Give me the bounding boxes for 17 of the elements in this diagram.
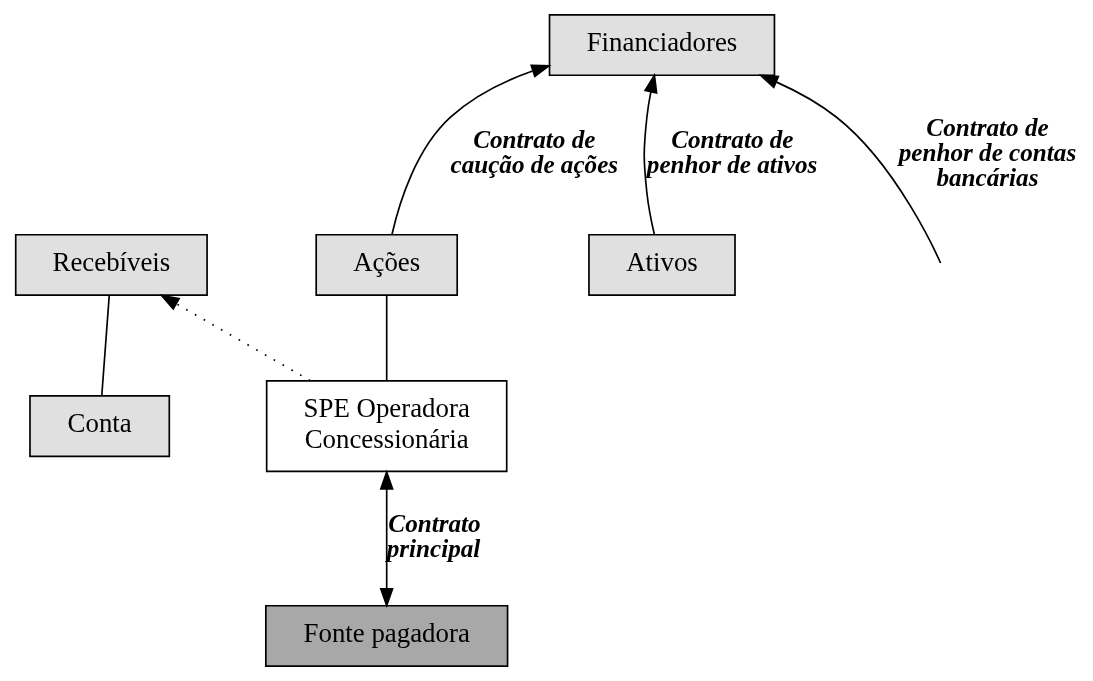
node-box: Conta	[28, 395, 170, 458]
connector	[100, 294, 110, 397]
connector	[385, 294, 388, 382]
edge-label: Contrato de penhor de contas bancárias	[898, 113, 1076, 192]
node-box: Financiadores	[548, 14, 775, 77]
node-box: Fonte pagadora	[264, 604, 508, 667]
arrow	[757, 74, 941, 264]
node-box: Ativos	[587, 233, 736, 296]
edge-label: Contrato de caução de ações	[449, 126, 618, 179]
node-box: Ações	[314, 233, 458, 296]
arrow	[158, 294, 311, 382]
node-box: Recebíveis	[14, 233, 208, 296]
arrow	[379, 469, 394, 609]
edge-label: Contrato de penhor de ativos	[646, 126, 817, 179]
arrow	[390, 64, 551, 236]
node-box: SPE Operadora Concessionária	[265, 379, 508, 473]
arrow	[642, 72, 658, 236]
